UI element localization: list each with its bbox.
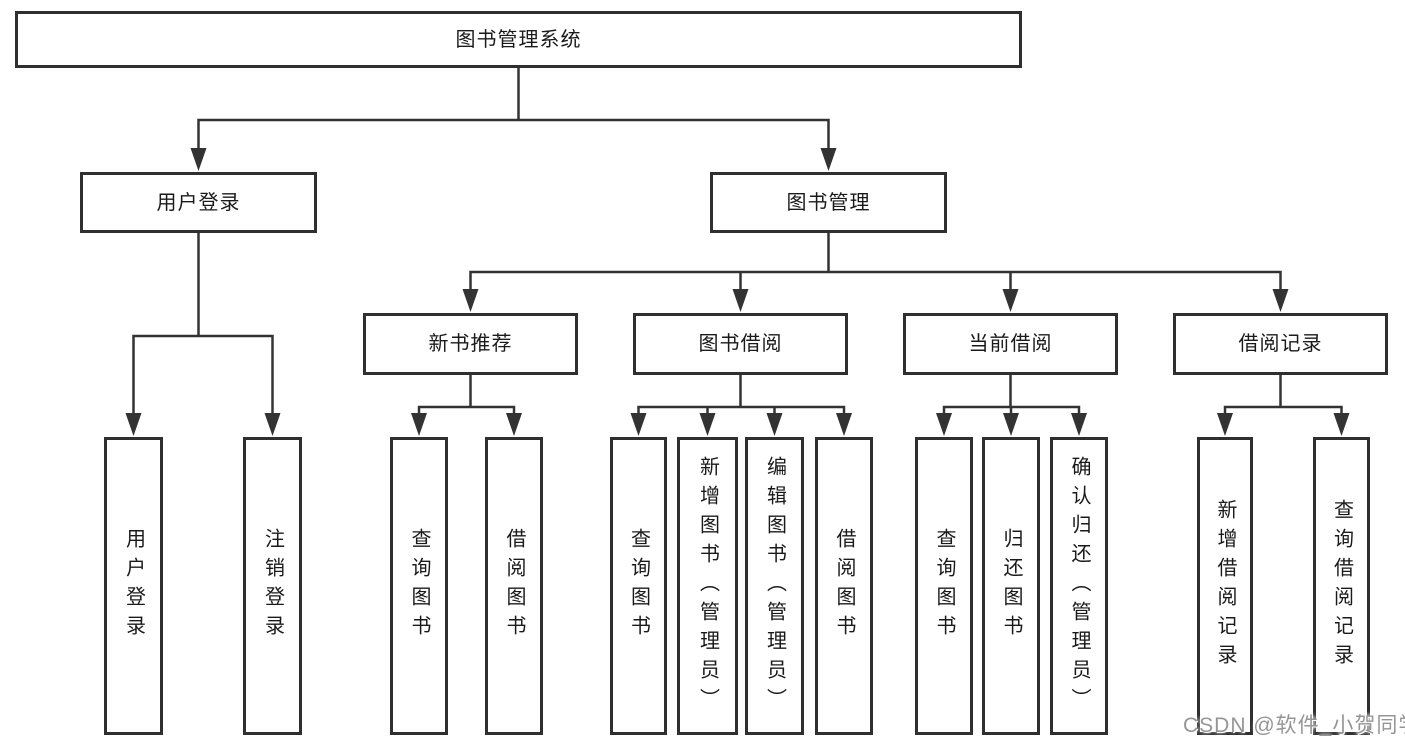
leaf-borrow-books: 借阅图书 [815, 437, 873, 735]
node-borrow-records: 借阅记录 [1173, 313, 1388, 375]
node-library-system: 图书管理系统 [15, 11, 1022, 68]
leaf-user-login: 用户登录 [104, 437, 163, 735]
node-new-book-recommend: 新书推荐 [363, 313, 578, 375]
node-book-management: 图书管理 [710, 172, 947, 233]
leaf-add-book-admin: 新增图书（管理员） [677, 437, 738, 735]
node-user-login: 用户登录 [80, 172, 317, 233]
leaf-confirm-return-admin: 确认归还（管理员） [1050, 437, 1108, 735]
leaf-query-books-borrow: 查询图书 [610, 437, 667, 735]
leaf-logout: 注销登录 [243, 437, 302, 735]
leaf-borrow-books-recommend: 借阅图书 [485, 437, 543, 735]
leaf-return-book: 归还图书 [982, 437, 1040, 735]
arrowheads [125, 148, 1350, 436]
leaf-query-books-current: 查询图书 [915, 437, 973, 735]
leaf-edit-book-admin: 编辑图书（管理员） [745, 437, 804, 735]
leaf-query-borrow-record: 查询借阅记录 [1313, 437, 1370, 735]
leaf-query-books-recommend: 查询图书 [390, 437, 448, 735]
node-book-borrow: 图书借阅 [633, 313, 848, 375]
node-current-borrow: 当前借阅 [903, 313, 1118, 375]
csdn-watermark: CSDN @软件_小贺同学 [1183, 714, 1405, 737]
leaf-add-borrow-record: 新增借阅记录 [1197, 437, 1253, 735]
